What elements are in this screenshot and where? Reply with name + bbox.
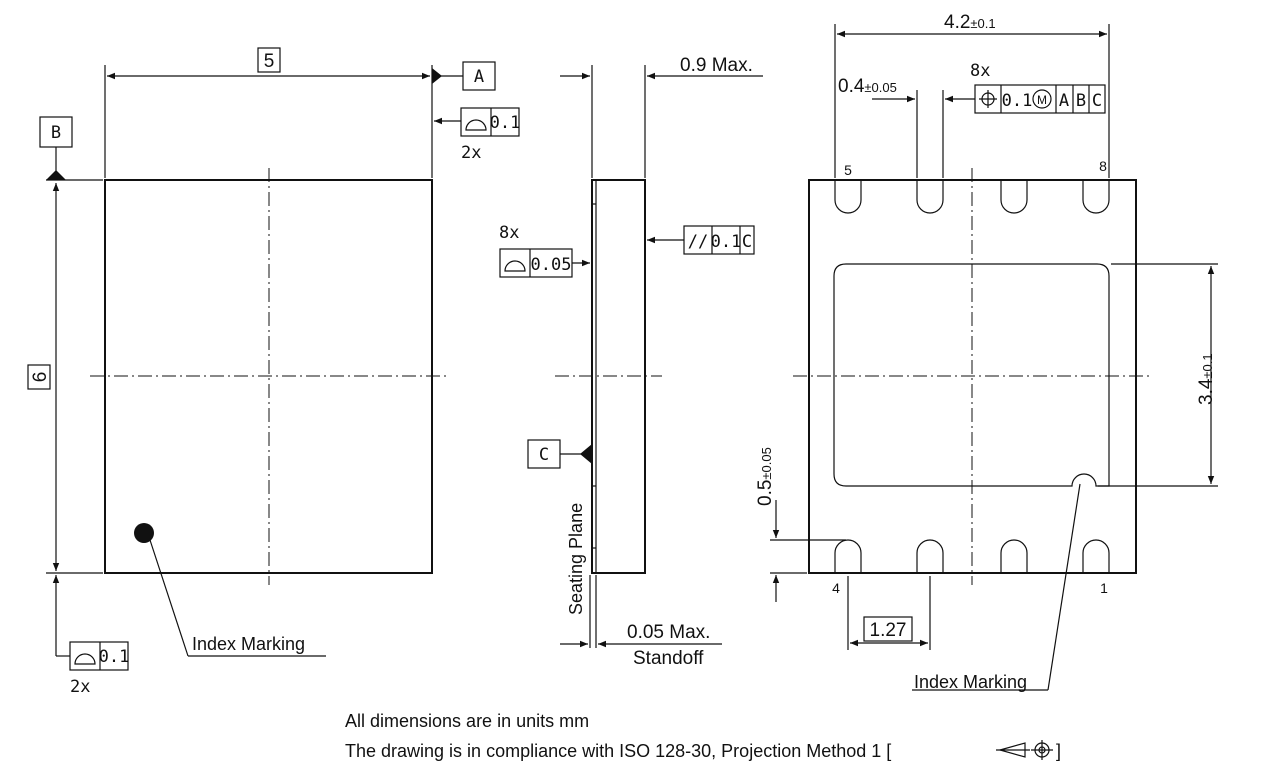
pad-height-dimension: 3.4±0.1	[1196, 353, 1217, 405]
lead-8	[1082, 180, 1110, 214]
svg-text:C: C	[1092, 91, 1102, 111]
pin-1-label: 1	[1100, 580, 1108, 596]
svg-text:A: A	[1059, 91, 1069, 111]
svg-text://: //	[688, 232, 708, 252]
bottom-view: 5 8 4 1 4.2±0.1 0.4±0.05 8x 0.1 M A B C	[755, 12, 1218, 692]
standoff-label: Standoff	[633, 648, 704, 669]
profile-frame-side	[499, 248, 573, 278]
note-units: All dimensions are in units mm	[345, 711, 589, 731]
height-dimension: 6	[30, 372, 51, 383]
total-width-dimension: 4.2±0.1	[944, 12, 996, 33]
datum-b-label: B	[51, 123, 61, 143]
pin-5-label: 5	[844, 162, 852, 178]
notes: All dimensions are in units mm The drawi…	[345, 711, 1061, 761]
lead-5	[834, 180, 862, 214]
note-iso: The drawing is in compliance with ISO 12…	[345, 741, 891, 761]
lead-1	[1082, 539, 1110, 573]
svg-text:8x: 8x	[970, 61, 990, 81]
svg-text:B: B	[1076, 91, 1086, 111]
lead-width-dimension: 0.4±0.05	[838, 76, 897, 97]
standoff-dimension: 0.05 Max.	[627, 622, 710, 643]
mmc-modifier-circle	[1032, 89, 1052, 109]
svg-text:8x: 8x	[499, 223, 519, 243]
exposed-pad	[833, 263, 1110, 487]
svg-text:2x: 2x	[70, 677, 90, 697]
svg-text:0.1: 0.1	[1002, 91, 1033, 111]
datum-a-triangle	[432, 68, 442, 84]
datum-a-label: A	[474, 67, 484, 87]
svg-text:]: ]	[1056, 741, 1061, 761]
svg-text:M: M	[1037, 93, 1047, 107]
lead-4	[834, 539, 862, 573]
svg-text:C: C	[742, 232, 752, 252]
pin-4-label: 4	[832, 580, 840, 596]
svg-text:0.05: 0.05	[531, 255, 572, 275]
lead-length-dimension: 0.5±0.05	[755, 447, 776, 506]
max-height-dimension: 0.9 Max.	[680, 55, 753, 76]
index-marking-label-right: Index Marking	[914, 672, 1027, 692]
parallelism-frame	[683, 225, 755, 255]
pitch-dimension: 1.27	[870, 620, 907, 641]
side-view: 0.9 Max. // 0.1 C 8x 0.05 C Seating Plan…	[499, 55, 763, 669]
datum-c-label: C	[539, 445, 549, 465]
datum-c-triangle	[580, 444, 592, 464]
index-marking-leader	[149, 539, 189, 657]
top-view: Index Marking 5 A 0.1 2x B 6	[27, 47, 521, 697]
svg-text:0.1: 0.1	[711, 232, 742, 252]
width-dimension: 5	[264, 51, 275, 72]
svg-text:0.1: 0.1	[490, 113, 521, 133]
index-marking-label-left: Index Marking	[192, 634, 305, 654]
index-marking-dot	[134, 523, 154, 543]
profile-surface-icon	[465, 119, 487, 131]
svg-text:0.1: 0.1	[99, 647, 130, 667]
position-icon	[979, 90, 997, 108]
pin-8-label: 8	[1099, 158, 1107, 174]
datum-b-triangle	[46, 170, 66, 180]
projection-method-icon	[996, 740, 1053, 760]
seating-plane-label: Seating Plane	[566, 503, 586, 615]
svg-text:2x: 2x	[461, 143, 481, 163]
